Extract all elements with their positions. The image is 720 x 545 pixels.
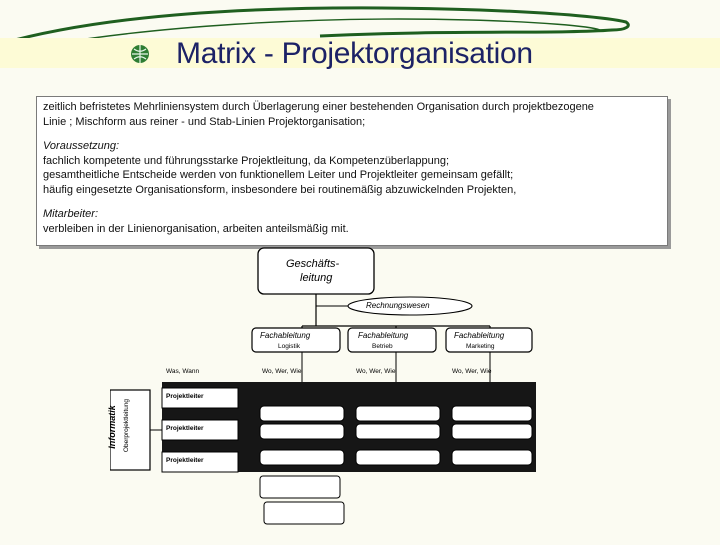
dept-sub-1: Logistik	[278, 343, 301, 350]
intro-line-1: zeitlich befristetes Mehrliniensystem du…	[43, 101, 594, 113]
project-lead-1: Projektleiter	[166, 393, 204, 400]
title-row: Matrix - Projektorganisation	[130, 37, 533, 70]
dept-name-3: Fachableitung	[454, 331, 505, 340]
side-box-line1: Informatik	[106, 405, 117, 449]
management-box-line1: Geschäfts-	[286, 258, 340, 270]
org-chart-lines	[109, 247, 536, 525]
staff-heading: Mitarbeiter:	[43, 208, 99, 220]
project-lead-3: Projektleiter	[166, 457, 204, 464]
page-title: Matrix - Projektorganisation	[176, 37, 533, 70]
row-header-label: Was, Wann	[166, 368, 200, 375]
intro-line-2: Linie ; Mischform aus reiner - und Stab-…	[43, 115, 366, 128]
column-header-2: Wo, Wer, Wie	[356, 368, 396, 375]
dept-sub-3: Marketing	[466, 343, 495, 350]
green-swirl-decoration-thin	[0, 18, 601, 55]
prereq-heading: Voraussetzung:	[43, 140, 120, 152]
green-swirl-decoration	[0, 6, 630, 46]
prereq-line-3: häufig eingesetzte Organisationsform, in…	[43, 183, 517, 196]
dept-name-1: Fachableitung	[260, 331, 311, 340]
staff-line-1: verbleiben in der Linienorganisation, ar…	[43, 222, 349, 235]
prereq-line-2: gesamtheitliche Entscheide werden von fu…	[43, 169, 514, 181]
title-band	[0, 38, 720, 68]
column-header-1: Wo, Wer, Wie	[262, 368, 302, 375]
dept-name-2: Fachableitung	[358, 331, 409, 340]
matrix-org-diagram: Geschäfts- leitung Rechnungswesen Fachab…	[106, 240, 550, 540]
project-lead-2: Projektleiter	[166, 425, 204, 432]
description-textbox: zeitlich befristetes Mehrliniensystem du…	[36, 96, 668, 246]
staff-unit-label: Rechnungswesen	[366, 301, 430, 310]
prereq-line-1: fachlich kompetente und führungsstarke P…	[43, 154, 450, 167]
globe-bullet-icon	[131, 45, 149, 63]
column-header-3: Wo, Wer, Wie	[452, 368, 492, 375]
dept-sub-2: Betrieb	[372, 343, 393, 350]
side-box-line2: Oberprojektleitung	[123, 398, 131, 453]
management-box-line2: leitung	[300, 272, 333, 284]
